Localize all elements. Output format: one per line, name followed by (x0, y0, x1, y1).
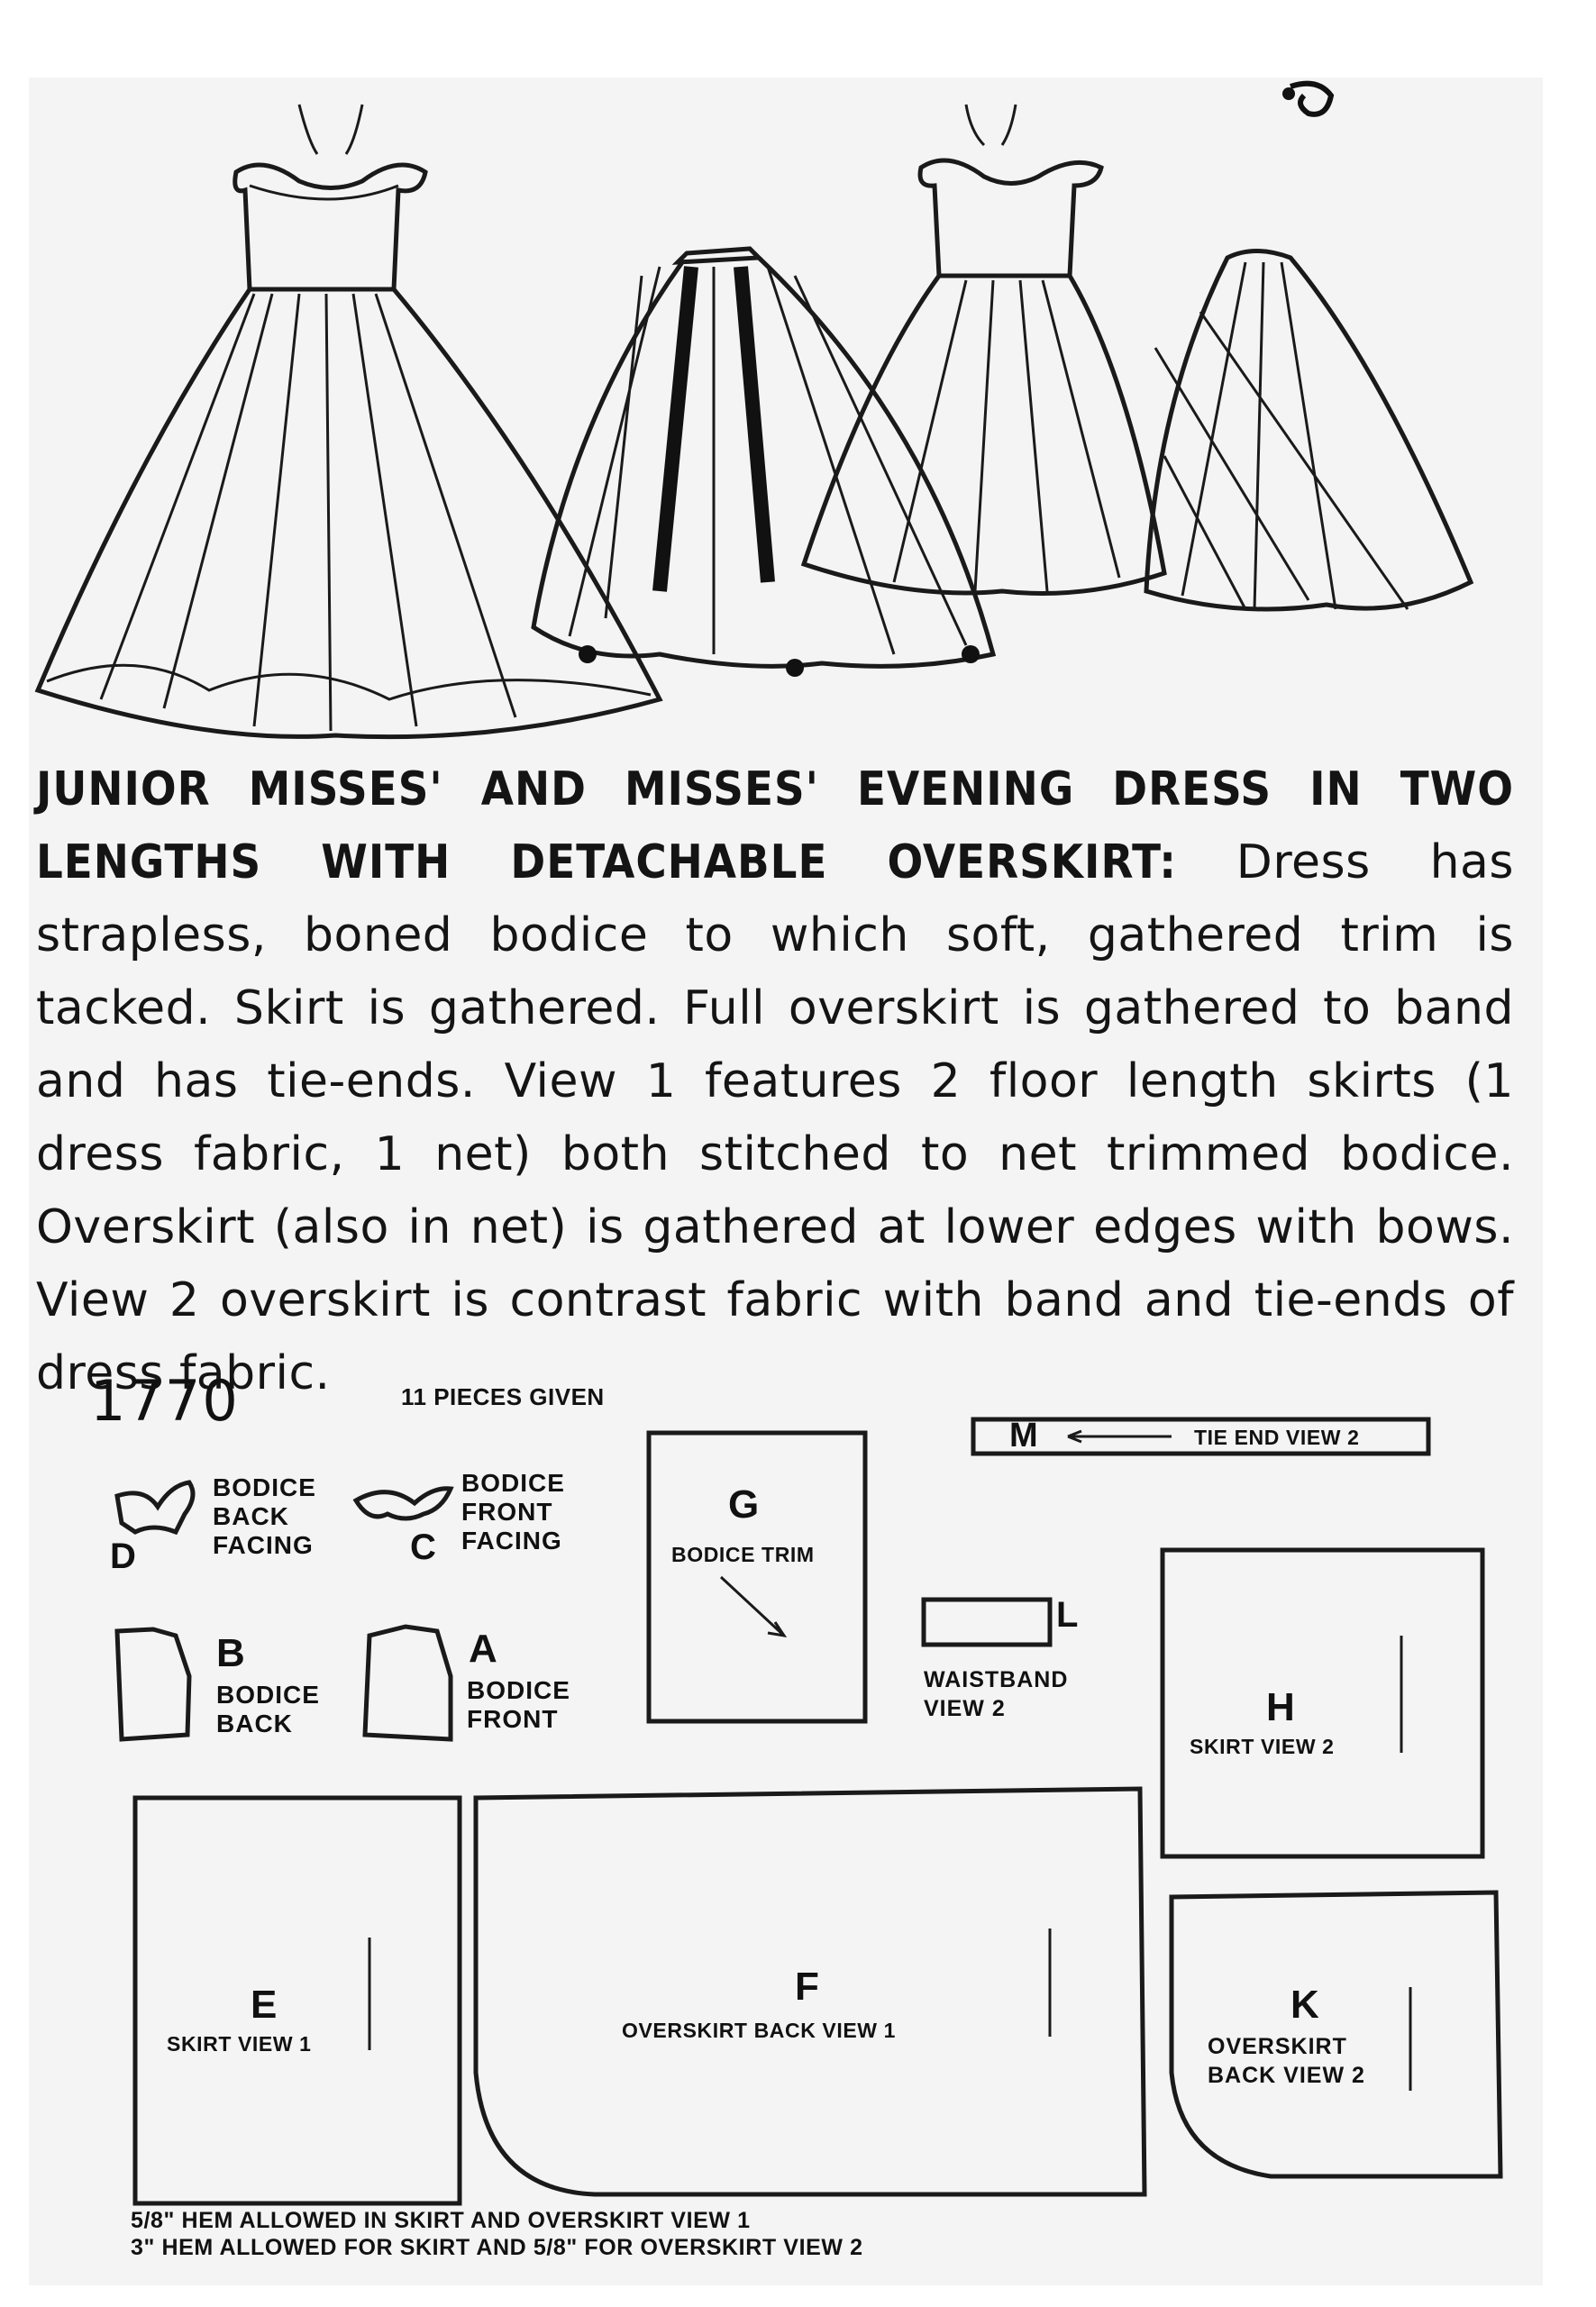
piece-a-label: BODICE FRONT (467, 1676, 570, 1733)
pattern-number: 1770 (90, 1368, 240, 1434)
piece-m-outline (971, 1417, 1431, 1456)
piece-f-label: OVERSKIRT BACK VIEW 1 (622, 2019, 896, 2042)
piece-g-letter: G (728, 1482, 760, 1527)
piece-c-letter: C (410, 1527, 436, 1567)
piece-d-label: BODICE BACK FACING (213, 1473, 316, 1559)
pieces-given-note: 11 PIECES GIVEN (401, 1383, 605, 1410)
logo-mark (1282, 80, 1335, 117)
piece-l-outline (921, 1597, 1053, 1647)
piece-a-letter: A (469, 1627, 497, 1671)
piece-g-outline (646, 1430, 868, 1724)
view1-overskirt-illustration (531, 246, 997, 677)
piece-d-letter: D (110, 1536, 136, 1576)
description-heading: JUNIOR MISSES' AND MISSES' EVENING DRESS… (36, 762, 1514, 889)
description-block: JUNIOR MISSES' AND MISSES' EVENING DRESS… (36, 753, 1514, 1410)
piece-k-outline (1169, 1890, 1503, 2179)
footnote-line-2: 3" HEM ALLOWED FOR SKIRT AND 5/8" FOR OV… (131, 2235, 863, 2260)
piece-k-label: OVERSKIRT BACK VIEW 2 (1208, 2034, 1365, 2088)
piece-d-outline (114, 1480, 196, 1536)
piece-m-label: TIE END VIEW 2 (1194, 1426, 1360, 1449)
piece-e-label: SKIRT VIEW 1 (167, 2032, 312, 2056)
piece-a-outline (362, 1624, 453, 1742)
pattern-envelope-back (29, 78, 1543, 2285)
piece-m-letter: M (1009, 1417, 1038, 1454)
dress-illustrations (34, 80, 1474, 740)
piece-e-outline (132, 1795, 462, 2206)
view2-dress-illustration (800, 104, 1167, 596)
piece-h-outline (1160, 1547, 1485, 1859)
view2-overskirt-illustration (1144, 249, 1474, 612)
piece-h-label: SKIRT VIEW 2 (1190, 1735, 1335, 1758)
piece-b-outline (114, 1627, 192, 1742)
piece-c-label: BODICE FRONT FACING (461, 1469, 565, 1555)
piece-c-outline (352, 1486, 454, 1521)
piece-k-letter: K (1290, 1983, 1319, 2027)
piece-h-letter: H (1266, 1685, 1295, 1729)
piece-l-label: WAISTBAND VIEW 2 (924, 1667, 1069, 1721)
piece-g-label: BODICE TRIM (671, 1543, 815, 1566)
piece-f-letter: F (795, 1965, 819, 2009)
piece-e-letter: E (251, 1983, 278, 2027)
piece-b-letter: B (216, 1631, 245, 1675)
description-body: Dress has strapless, boned bodice to whi… (36, 835, 1514, 1400)
piece-f-outline (473, 1786, 1147, 2197)
footnote-line-1: 5/8" HEM ALLOWED IN SKIRT AND OVERSKIRT … (131, 2208, 751, 2233)
piece-l-letter: L (1056, 1595, 1079, 1635)
piece-b-label: BODICE BACK (216, 1681, 320, 1737)
